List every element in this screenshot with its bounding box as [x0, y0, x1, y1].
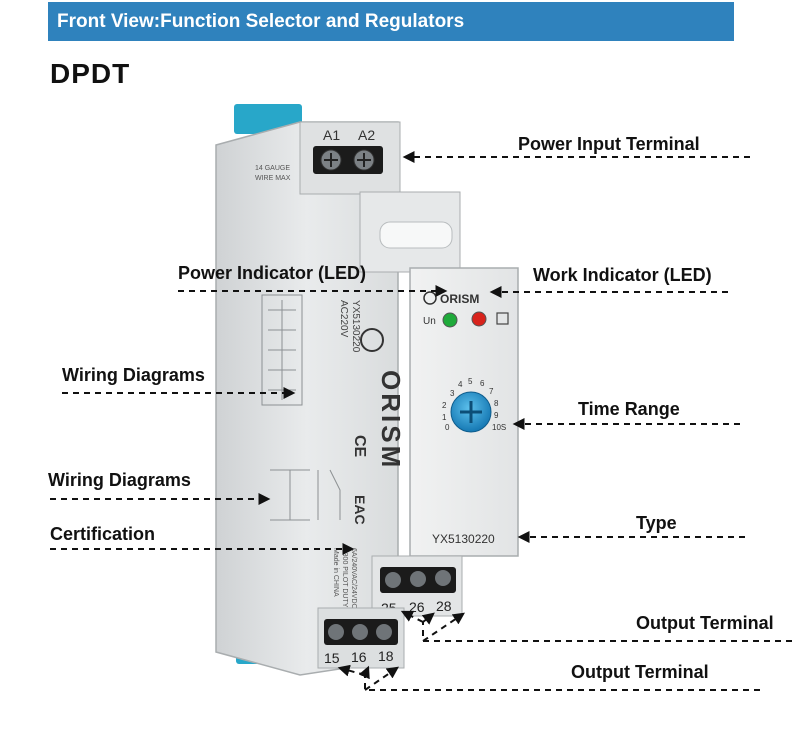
terminal-label-a1: A1 [323, 127, 340, 143]
section-banner: Front View:Function Selector and Regulat… [48, 2, 734, 41]
brand-side: ORISM [376, 370, 406, 470]
cert-eac: EAC [352, 495, 368, 525]
callout-type: Type [636, 513, 677, 533]
side-wiring-diagram [261, 294, 341, 521]
callout-wiring-diagrams-2: Wiring Diagrams [48, 470, 191, 490]
work-led [471, 311, 487, 327]
dial-num-1: 1 [442, 413, 447, 422]
dial-num-2: 2 [442, 401, 447, 410]
label-window [379, 221, 453, 249]
terminal-28: 28 [436, 598, 452, 614]
callout-work-indicator: Work Indicator (LED) [533, 265, 712, 285]
dial-num-10s: 10S [492, 423, 506, 432]
brand-logo-icon [423, 291, 437, 305]
gauge-text-2: WIRE MAX [255, 175, 291, 182]
callout-output-terminal-2: Output Terminal [571, 662, 709, 682]
callout-power-indicator: Power Indicator (LED) [178, 263, 367, 283]
rating-line-2: B300 PILOT DUTY [341, 548, 348, 608]
dial-num-7: 7 [489, 387, 494, 396]
rating-line-3: Made in CHINA [332, 548, 339, 597]
terminal-26: 26 [409, 599, 425, 615]
dial-num-5: 5 [468, 377, 473, 386]
terminal-label-a2: A2 [358, 127, 375, 143]
dial-num-9: 9 [494, 411, 499, 420]
power-led [442, 312, 458, 328]
dial-num-4: 4 [458, 380, 463, 389]
callout-output-terminal-1: Output Terminal [636, 613, 774, 633]
model-side: YX5130220 [350, 300, 361, 353]
callout-wiring-diagrams-1: Wiring Diagrams [62, 365, 205, 385]
model-front: YX5130220 [432, 532, 495, 546]
terminal-15: 15 [324, 650, 340, 666]
terminal-16: 16 [351, 649, 367, 665]
rating-line-1: 6A/240VAC/24VDC [350, 548, 357, 609]
dial-num-6: 6 [480, 379, 485, 388]
relay-symbol-icon [496, 312, 509, 325]
callout-power-input-terminal: Power Input Terminal [518, 134, 700, 154]
led-un-label: Un [423, 316, 436, 327]
terminal-18: 18 [378, 648, 394, 664]
dial-num-0: 0 [445, 423, 450, 432]
relay-type-heading: DPDT [50, 58, 131, 89]
brand-front: ORISM [440, 292, 479, 306]
gauge-text-1: 14 GAUGE [255, 165, 290, 172]
voltage-side: AC220V [338, 300, 349, 338]
cert-ce: CE [351, 435, 368, 458]
callout-time-range: Time Range [578, 399, 680, 419]
brand-side-logo-icon [360, 328, 384, 352]
dial-num-8: 8 [494, 399, 499, 408]
dial-num-3: 3 [450, 389, 455, 398]
callout-certification: Certification [50, 524, 156, 544]
time-dial[interactable] [450, 391, 492, 433]
